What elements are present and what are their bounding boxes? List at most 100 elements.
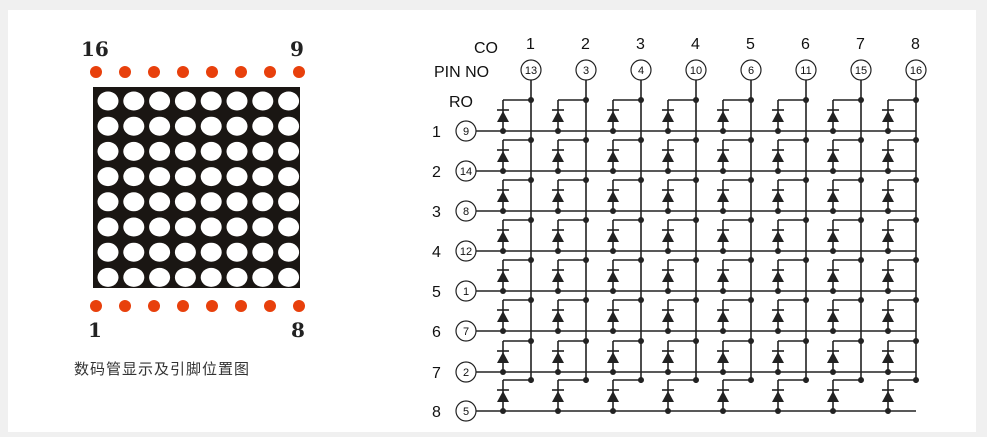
diode-icon <box>607 352 619 363</box>
junction-dot <box>858 377 864 383</box>
junction-dot <box>775 248 781 254</box>
junction-dot <box>555 408 561 414</box>
column-pin-number: 13 <box>525 65 537 77</box>
junction-dot <box>583 217 589 223</box>
junction-dot <box>830 408 836 414</box>
junction-dot <box>583 177 589 183</box>
column-pin-number: 4 <box>638 65 644 77</box>
diode-icon <box>717 191 729 202</box>
diode-icon <box>882 271 894 282</box>
pin-dot-bottom <box>264 300 276 312</box>
diode-icon <box>772 352 784 363</box>
junction-dot <box>555 208 561 214</box>
junction-dot <box>913 217 919 223</box>
junction-dot <box>775 369 781 375</box>
diode-icon <box>882 231 894 242</box>
led-dot <box>252 141 274 161</box>
junction-dot <box>748 97 754 103</box>
junction-dot <box>528 177 534 183</box>
column-number: 7 <box>856 36 865 53</box>
junction-dot <box>913 97 919 103</box>
led-dot <box>226 217 248 237</box>
led-dot <box>97 267 119 287</box>
diode-icon <box>772 271 784 282</box>
diode-icon <box>827 111 839 122</box>
junction-dot <box>748 297 754 303</box>
row-pin-number: 12 <box>460 246 472 258</box>
diode-icon <box>552 271 564 282</box>
junction-dot <box>830 288 836 294</box>
diode-icon <box>497 111 509 122</box>
junction-dot <box>885 208 891 214</box>
diode-icon <box>827 352 839 363</box>
column-number: 8 <box>911 36 920 53</box>
led-dot <box>174 192 196 212</box>
led-dot <box>97 242 119 262</box>
led-dot <box>123 192 145 212</box>
junction-dot <box>528 338 534 344</box>
diode-icon <box>497 311 509 322</box>
junction-dot <box>583 97 589 103</box>
row-number: 2 <box>432 164 441 181</box>
junction-dot <box>885 328 891 334</box>
led-dot <box>123 141 145 161</box>
led-dot <box>200 91 222 111</box>
junction-dot <box>830 369 836 375</box>
junction-dot <box>583 297 589 303</box>
junction-dot <box>638 217 644 223</box>
junction-dot <box>885 168 891 174</box>
junction-dot <box>913 177 919 183</box>
diode-icon <box>607 271 619 282</box>
junction-dot <box>720 328 726 334</box>
led-dot <box>174 141 196 161</box>
led-dot <box>97 91 119 111</box>
pin-dot-bottom <box>206 300 218 312</box>
column-number: 3 <box>636 36 645 53</box>
led-dot <box>149 116 171 136</box>
junction-dot <box>830 328 836 334</box>
junction-dot <box>610 128 616 134</box>
diode-icon <box>827 271 839 282</box>
column-pin-number: 3 <box>583 65 589 77</box>
row-pin-number: 7 <box>463 326 469 338</box>
junction-dot <box>913 137 919 143</box>
pin-dot-top <box>235 66 247 78</box>
junction-dot <box>500 208 506 214</box>
led-dot <box>200 167 222 187</box>
junction-dot <box>803 217 809 223</box>
junction-dot <box>555 128 561 134</box>
diode-icon <box>662 271 674 282</box>
diode-icon <box>607 151 619 162</box>
led-dot <box>97 167 119 187</box>
led-dot <box>149 267 171 287</box>
led-dot <box>97 116 119 136</box>
diode-icon <box>882 191 894 202</box>
junction-dot <box>693 97 699 103</box>
diode-icon <box>497 271 509 282</box>
junction-dot <box>500 168 506 174</box>
junction-dot <box>748 338 754 344</box>
led-dot <box>97 192 119 212</box>
diode-icon <box>827 391 839 402</box>
led-dot <box>174 167 196 187</box>
diode-icon <box>607 191 619 202</box>
junction-dot <box>858 338 864 344</box>
pin-dot-top <box>177 66 189 78</box>
column-pin-number: 11 <box>800 65 811 77</box>
junction-dot <box>858 177 864 183</box>
led-dot <box>123 167 145 187</box>
column-pin-number: 15 <box>855 65 867 77</box>
junction-dot <box>748 177 754 183</box>
pin-dot-bottom <box>177 300 189 312</box>
diode-icon <box>772 151 784 162</box>
diode-icon <box>497 352 509 363</box>
junction-dot <box>610 208 616 214</box>
diode-icon <box>552 352 564 363</box>
junction-dot <box>528 217 534 223</box>
junction-dot <box>500 288 506 294</box>
led-dot <box>278 141 300 161</box>
diode-icon <box>552 311 564 322</box>
junction-dot <box>583 137 589 143</box>
led-dot <box>226 116 248 136</box>
diode-icon <box>662 111 674 122</box>
